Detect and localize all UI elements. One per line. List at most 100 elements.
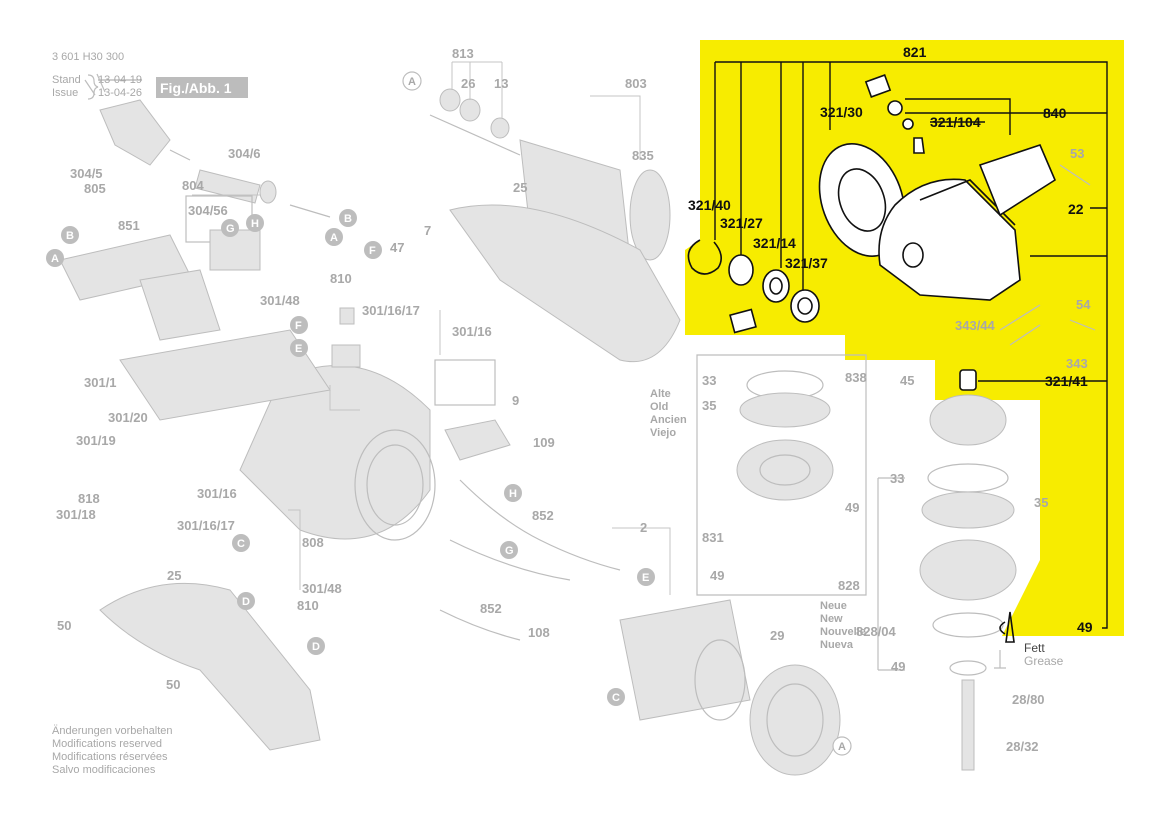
label-818: 818	[78, 491, 100, 506]
label-49-lower: 49	[891, 659, 905, 674]
marker-a-outline-top: A	[402, 71, 422, 91]
label-321-30: 321/30	[820, 104, 863, 120]
screw-drawing	[1005, 611, 1015, 643]
modifications-note-es: Salvo modificaciones	[52, 764, 156, 776]
label-50-upper: 50	[57, 618, 71, 633]
marker-f-mid: F	[290, 316, 308, 334]
label-26: 26	[461, 76, 475, 91]
label-852-mid: 852	[532, 508, 554, 523]
issue-date: 13-04-26	[98, 87, 142, 99]
label-838: 838	[845, 370, 867, 385]
label-828-04: 828/04	[856, 624, 897, 639]
label-301-48-bottom: 301/48	[302, 581, 342, 596]
label-13: 13	[494, 76, 508, 91]
issue-label: Issue	[52, 87, 78, 99]
figure-badge	[156, 77, 248, 98]
label-108: 108	[528, 625, 550, 640]
marker-d-left: D	[237, 592, 255, 610]
label-805: 805	[84, 181, 106, 196]
wire-harness-drawing	[439, 479, 621, 641]
label-49-upper: 49	[845, 500, 859, 515]
label-33-upper: 33	[702, 373, 716, 388]
label-7: 7	[424, 223, 431, 238]
label-47: 47	[390, 240, 404, 255]
label-828: 828	[838, 578, 860, 593]
svg-text:A: A	[330, 232, 338, 244]
label-321-40: 321/40	[688, 197, 731, 213]
gear-set-lower-drawing	[919, 394, 1017, 771]
label-852-bottom: 852	[480, 601, 502, 616]
field-coil-drawing	[619, 599, 751, 721]
svg-text:E: E	[295, 343, 302, 355]
svg-text:H: H	[251, 218, 259, 230]
variant-old-en: Old	[650, 401, 668, 413]
label-2: 2	[640, 520, 647, 535]
svg-text:G: G	[226, 223, 235, 235]
stand-date: 13-04-19	[98, 74, 142, 86]
marker-b-right: B	[339, 209, 357, 227]
fan-baffle-drawing	[749, 664, 841, 776]
marker-f-upper: F	[364, 241, 382, 259]
side-handle-drawing	[99, 582, 321, 751]
label-28-80: 28/80	[1012, 692, 1045, 707]
svg-text:A: A	[838, 741, 846, 753]
svg-text:A: A	[51, 253, 59, 265]
label-803: 803	[625, 76, 647, 91]
label-840: 840	[1043, 105, 1067, 121]
label-301-48-top: 301/48	[260, 293, 300, 308]
variant-new-fr: Nouvelle	[820, 626, 866, 638]
svg-text:B: B	[66, 230, 74, 242]
highlight-region	[685, 40, 1124, 636]
ball-bearing-drawing	[762, 269, 790, 303]
carbon-brush-drawing	[339, 307, 355, 325]
label-813: 813	[452, 46, 474, 61]
marker-a-outline-bottom: A	[832, 736, 852, 756]
svg-text:G: G	[505, 545, 514, 557]
label-53: 53	[1070, 146, 1084, 161]
part-number: 3 601 H30 300	[52, 51, 124, 63]
cord-clamp-drawing	[289, 204, 331, 218]
label-22: 22	[1068, 201, 1084, 217]
variant-old-es: Viejo	[650, 427, 676, 439]
variant-old-fr: Ancien	[650, 414, 687, 426]
svg-text:D: D	[312, 641, 320, 653]
label-821: 821	[903, 44, 927, 60]
label-304-6: 304/6	[228, 146, 261, 161]
variant-old-de: Alte	[650, 388, 671, 400]
label-804: 804	[182, 178, 204, 193]
label-304-5: 304/5	[70, 166, 103, 181]
gear-set-upper-drawing	[736, 370, 834, 501]
svg-text:C: C	[237, 538, 245, 550]
label-33-lower: 33	[890, 471, 904, 486]
label-301-16-mid: 301/16	[197, 486, 237, 501]
label-49-highlighted: 49	[1077, 619, 1093, 635]
label-808: 808	[302, 535, 324, 550]
marker-e-bottom: E	[637, 568, 655, 586]
o-ring-drawing	[728, 254, 754, 286]
label-301-18: 301/18	[56, 507, 96, 522]
label-301-16-top: 301/16	[452, 324, 492, 339]
label-810-bottom: 810	[297, 598, 319, 613]
label-301-16-17-mid: 301/16/17	[177, 518, 235, 533]
label-851: 851	[118, 218, 140, 233]
label-321-37: 321/37	[785, 255, 828, 271]
label-45: 45	[900, 373, 914, 388]
marker-h-mid: H	[504, 484, 522, 502]
marker-a-right: A	[325, 228, 343, 246]
sleeve-drawing	[959, 369, 977, 391]
label-831: 831	[702, 530, 724, 545]
grease-label-en: Grease	[1024, 654, 1064, 668]
label-321-104: 321/104	[930, 114, 981, 130]
label-321-41: 321/41	[1045, 373, 1088, 389]
figure-label: Fig./Abb. 1	[160, 80, 232, 96]
housing-shell-drawing	[449, 204, 681, 363]
shaft-seal-drawing	[790, 289, 820, 323]
svg-text:C: C	[612, 692, 620, 704]
spindle-lock-drawing	[999, 304, 1096, 346]
label-25-top: 25	[513, 180, 527, 195]
label-321-14: 321/14	[753, 235, 796, 251]
label-301-16-17-top: 301/16/17	[362, 303, 420, 318]
label-301-20: 301/20	[108, 410, 148, 425]
label-50-lower: 50	[166, 677, 180, 692]
